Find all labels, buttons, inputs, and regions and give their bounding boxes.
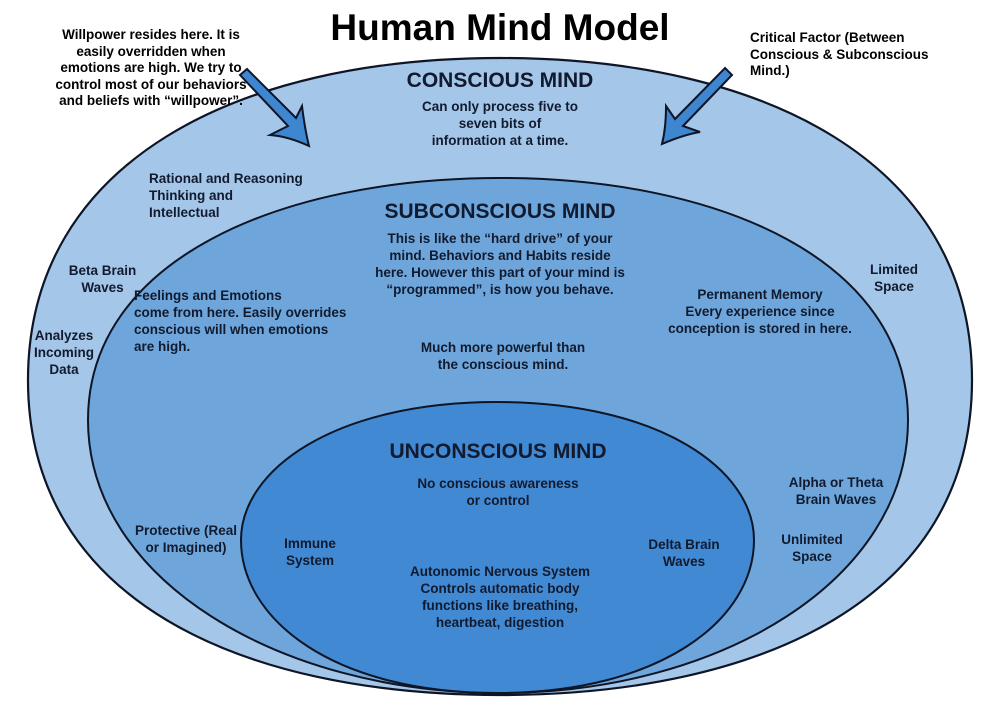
alpha-theta-label: Alpha or Theta Brain Waves [788, 475, 884, 507]
subconscious-mind-heading: SUBCONSCIOUS MIND [384, 200, 616, 223]
immune-system-label: Immune System [284, 536, 336, 568]
feelings-emotions-label: Feelings and Emotions come from here. Ea… [134, 288, 347, 354]
arrow-down-left-icon [660, 66, 734, 146]
conscious-mind-description: Can only process five to seven bits of i… [421, 99, 579, 148]
subconscious-mind-description: This is like the “hard drive” of your mi… [375, 231, 625, 297]
more-powerful-label: Much more powerful than the conscious mi… [420, 340, 586, 372]
unconscious-mind-heading: UNCONSCIOUS MIND [389, 440, 607, 463]
unconscious-mind-description: No conscious awareness or control [417, 476, 579, 508]
unconscious-mind-ellipse [239, 400, 756, 695]
beta-brain-waves-label: Beta Brain Waves [68, 263, 137, 295]
conscious-mind-heading: CONSCIOUS MIND [406, 69, 594, 92]
arrow-down-right-icon [238, 67, 311, 148]
permanent-memory-label: Permanent Memory Every experience since … [668, 287, 852, 336]
critical-factor-annotation: Critical Factor (Between Conscious & Sub… [750, 30, 929, 78]
limited-space-label: Limited Space [869, 262, 918, 294]
unlimited-space-label: Unlimited Space [781, 532, 843, 564]
analyzes-data-label: Analyzes Incoming Data [34, 328, 94, 377]
diagram-title: Human Mind Model [330, 7, 670, 48]
rational-label: Rational and Reasoning Thinking and Inte… [149, 171, 303, 220]
willpower-annotation: Willpower resides here. It is easily ove… [55, 27, 247, 108]
protective-label: Protective (Real or Imagined) [134, 523, 238, 555]
autonomic-nervous-system-label: Autonomic Nervous System Controls automa… [409, 564, 591, 630]
delta-brain-waves-label: Delta Brain Waves [648, 537, 720, 569]
